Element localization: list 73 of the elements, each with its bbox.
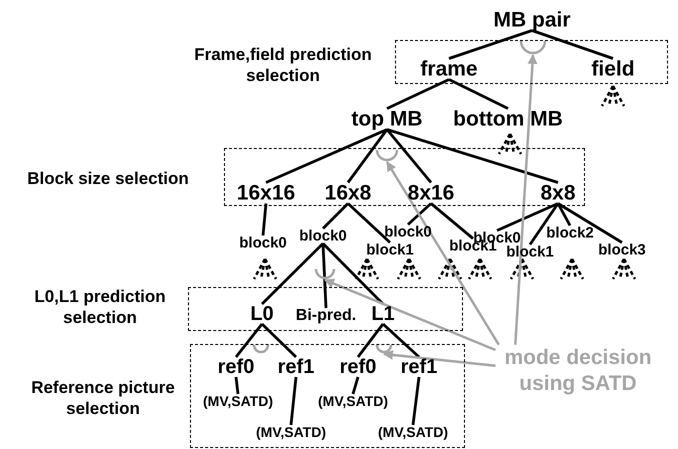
- node-label: block0: [299, 228, 347, 244]
- tree-line: [448, 29, 532, 60]
- node-label: block2: [546, 226, 594, 240]
- node-label: 8x8: [540, 182, 576, 204]
- selection-arc: [375, 345, 393, 354]
- node-label: frame: [420, 58, 478, 80]
- tree-line: [556, 202, 572, 226]
- tree-line: [386, 128, 432, 184]
- node-label: Bi-pred.: [296, 308, 356, 324]
- tree-line: [356, 323, 384, 358]
- arrow: [383, 350, 496, 367]
- tree-line: [322, 202, 349, 230]
- tree-line: [557, 202, 623, 244]
- tree-line: [386, 78, 450, 110]
- tree-line: [261, 242, 324, 305]
- selection-arc: [314, 269, 336, 280]
- level-label: Block size selection: [26, 168, 190, 190]
- tree-line: [532, 29, 614, 60]
- node-label: ref1: [400, 357, 438, 377]
- node-label: (MV,SATD): [318, 394, 388, 408]
- node-label: L1: [371, 304, 395, 324]
- annotation-text: mode decision using SATD: [496, 344, 660, 398]
- dashed-group-box: [188, 287, 463, 331]
- tree-line: [234, 376, 240, 394]
- node-label: ref0: [218, 357, 254, 377]
- node-label: bottom MB: [453, 108, 563, 130]
- node-label: 8x16: [408, 182, 454, 204]
- node-label: (MV,SATD): [256, 425, 326, 439]
- selection-arc: [375, 150, 399, 162]
- node-label: (MV,SATD): [203, 394, 273, 408]
- selection-arc: [519, 41, 547, 55]
- tree-line: [528, 202, 560, 246]
- tree-line: [430, 202, 474, 240]
- dashed-group-box: [395, 40, 668, 84]
- tree-line: [262, 203, 268, 236]
- tree-line: [407, 202, 432, 226]
- node-label: (MV,SATD): [378, 425, 448, 439]
- dashed-group-box: [190, 344, 465, 448]
- arrow: [386, 161, 500, 346]
- tree-line: [234, 323, 264, 358]
- node-label: 16x8: [324, 182, 372, 204]
- tree-line: [265, 128, 388, 184]
- node-label: ref0: [340, 357, 376, 377]
- level-label: L0,L1 prediction selection: [33, 286, 167, 328]
- arrow: [514, 54, 538, 345]
- tree-line: [322, 242, 384, 305]
- node-label: block0: [384, 224, 432, 240]
- node-label: block1: [366, 242, 414, 258]
- node-label: block0: [239, 236, 287, 250]
- node-label: ref1: [278, 357, 314, 377]
- node-label: MB pair: [494, 10, 570, 30]
- tree-line: [386, 128, 558, 184]
- node-label: L0: [250, 304, 274, 324]
- tree-line: [352, 376, 360, 394]
- node-label: 16x16: [236, 182, 296, 204]
- tree-line: [496, 202, 559, 232]
- level-label: Frame,field prediction selection: [193, 44, 373, 86]
- tree-line: [347, 202, 391, 244]
- tree-line: [382, 322, 420, 358]
- tree-line: [448, 78, 509, 110]
- arrow: [324, 278, 496, 352]
- node-label: field: [591, 58, 635, 80]
- tree-line: [261, 323, 297, 358]
- tree-line: [412, 376, 420, 426]
- dashed-group-box: [224, 148, 585, 206]
- selection-arc: [252, 345, 270, 354]
- node-label: top MB: [351, 108, 423, 130]
- node-label: block1: [506, 244, 554, 260]
- level-label: Reference picture selection: [30, 377, 176, 420]
- tree-line: [290, 376, 298, 426]
- node-label: block3: [598, 242, 646, 258]
- tree-line: [346, 128, 388, 184]
- tree-line: [322, 243, 328, 308]
